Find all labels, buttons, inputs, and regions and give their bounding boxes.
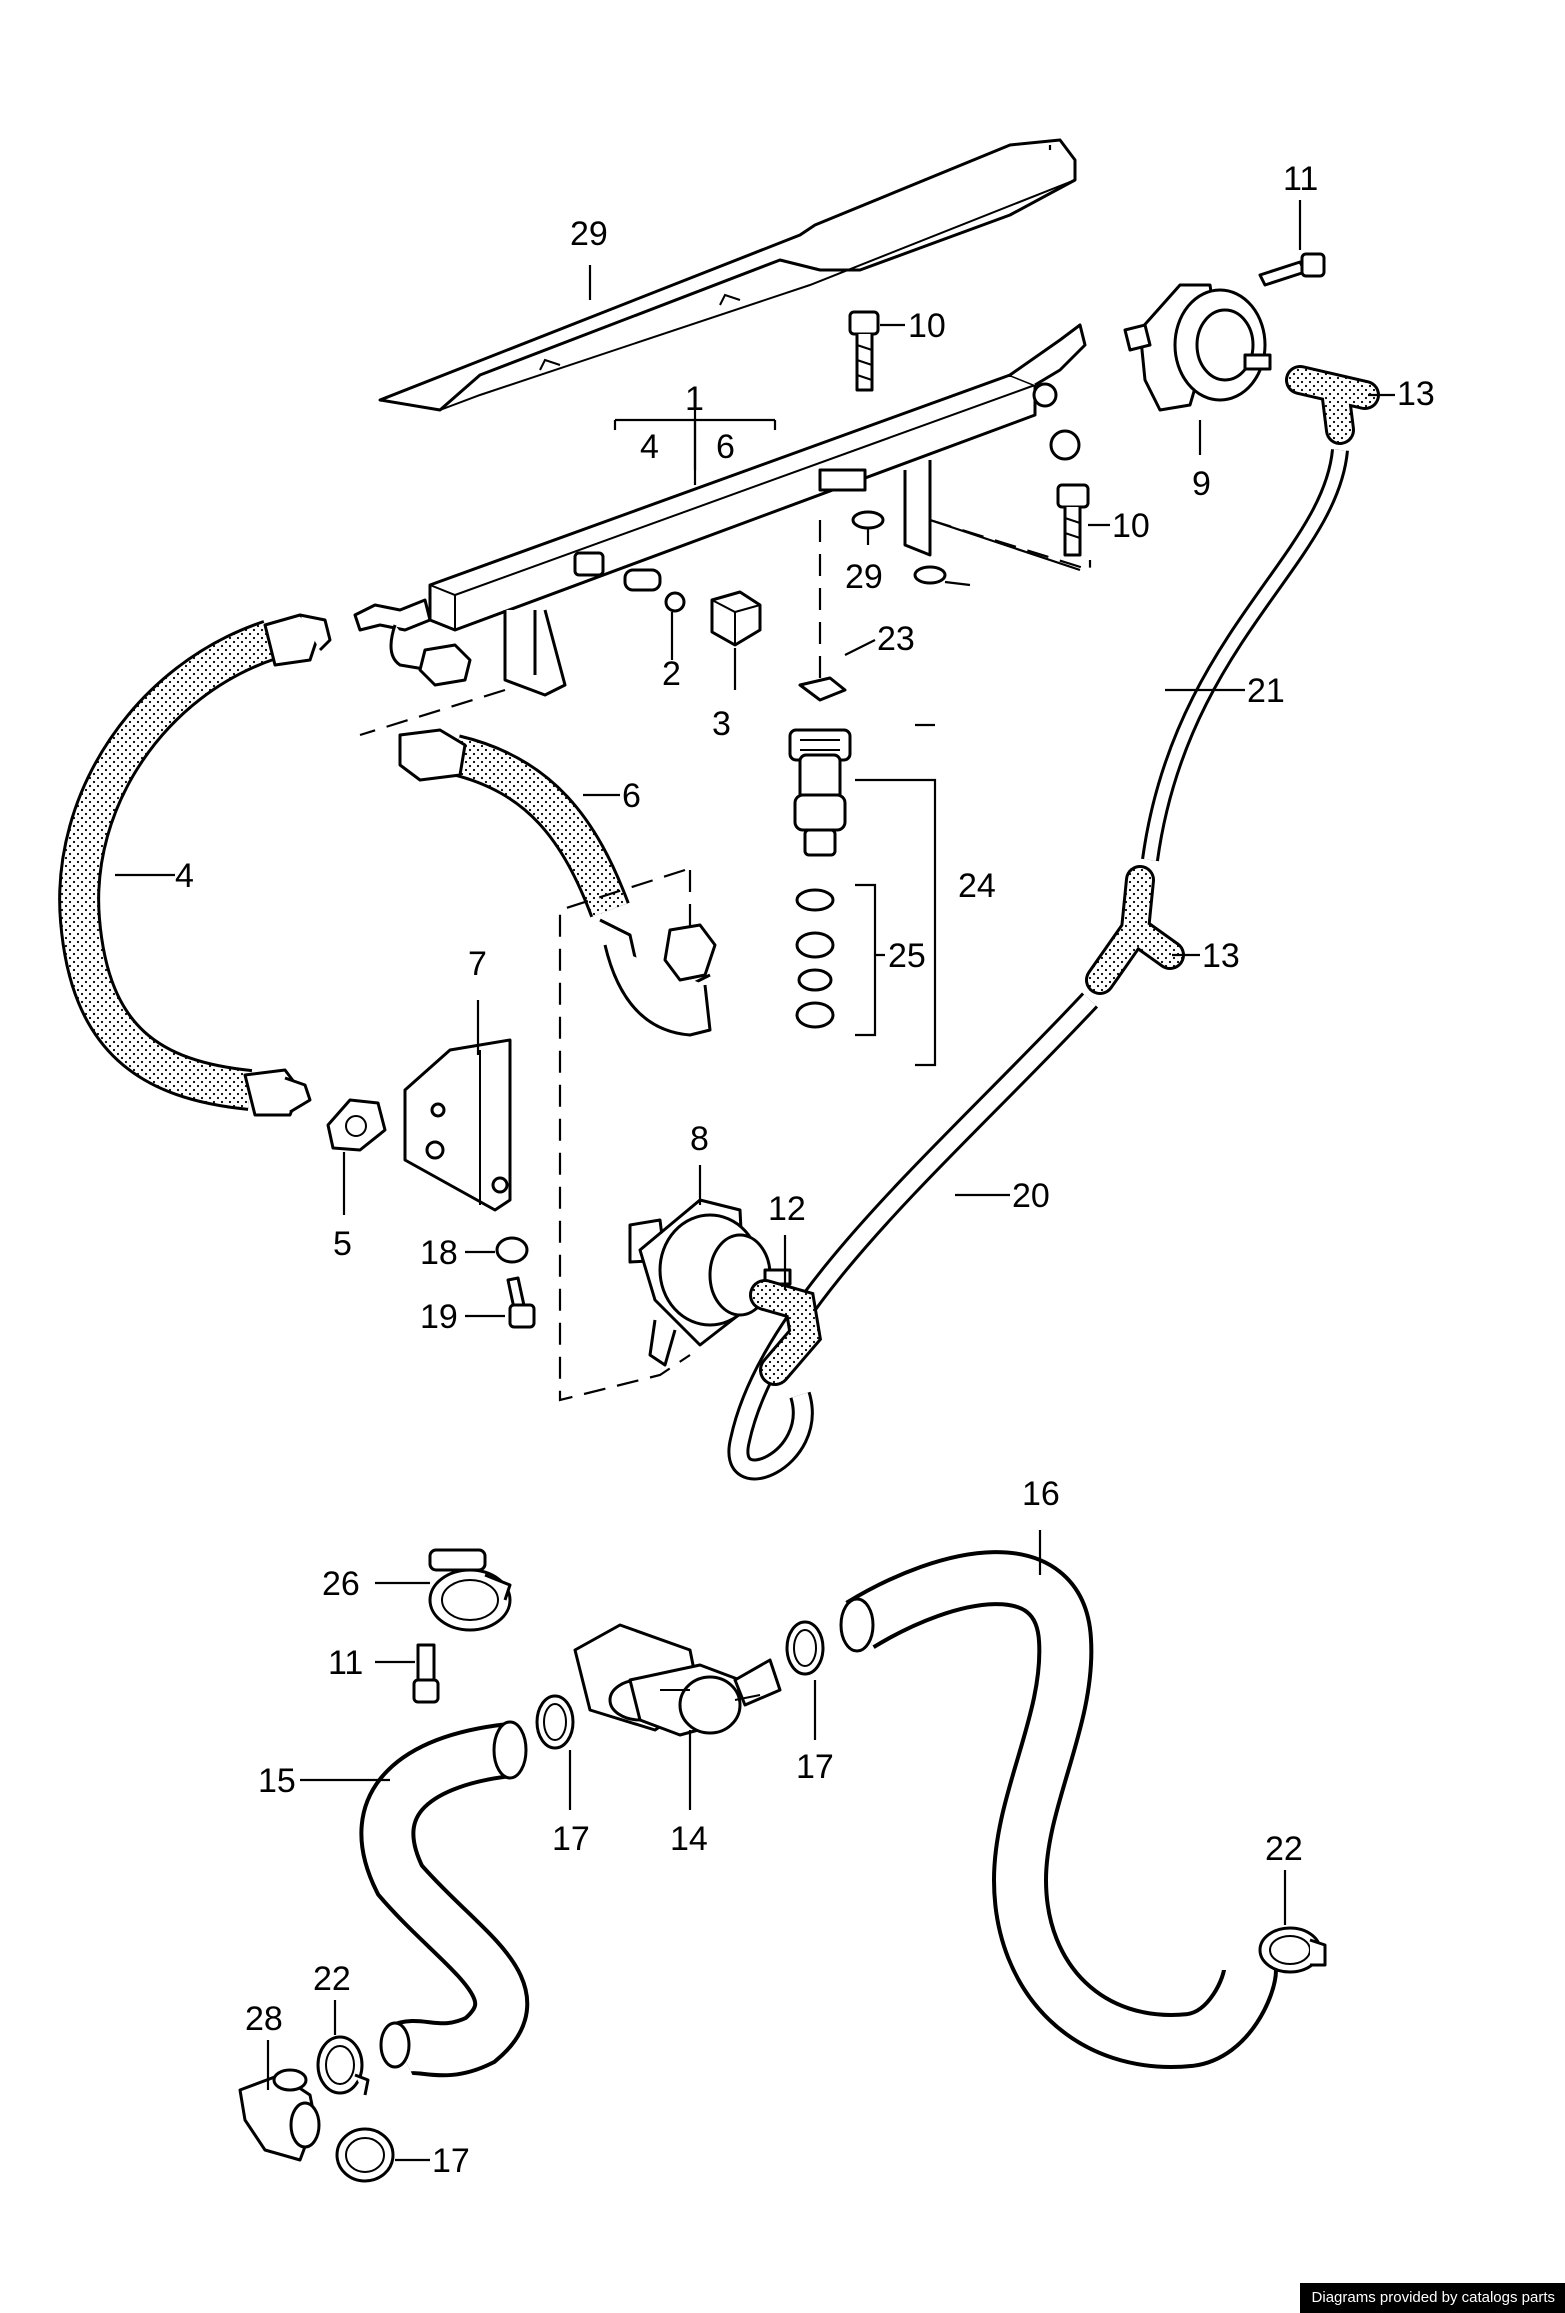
part-12-hose xyxy=(749,1279,823,1386)
callout-16: 16 xyxy=(1022,1475,1060,1513)
part-7-bracket xyxy=(403,1038,512,1212)
diagram-credit: Diagrams provided by catalogs parts xyxy=(1299,2283,1565,2313)
callout-11-lower: 11 xyxy=(328,1644,363,1682)
callout-1: 1 xyxy=(685,380,704,418)
callout-18: 18 xyxy=(420,1234,458,1272)
callout-17-a: 17 xyxy=(552,1820,590,1858)
part-6-fuel-hose xyxy=(398,728,717,1037)
part-14-valve xyxy=(573,1623,782,1737)
callout-9: 9 xyxy=(1192,465,1211,503)
callout-29-a: 29 xyxy=(845,558,883,596)
callout-27: 29 xyxy=(570,215,608,253)
part-17-clamp-c xyxy=(335,2127,395,2183)
part-15-hose xyxy=(359,1720,530,2078)
part-5-nut xyxy=(326,1098,387,1152)
callout-6: 6 xyxy=(622,777,641,815)
callout-22-left: 22 xyxy=(313,1960,351,1998)
callout-1-6: 6 xyxy=(716,428,735,466)
callout-5: 5 xyxy=(333,1225,352,1263)
part-27-cover xyxy=(378,138,1077,412)
callout-17-b: 17 xyxy=(796,1748,834,1786)
part-10-bolt-upper xyxy=(848,310,880,392)
callout-4: 4 xyxy=(175,857,194,895)
callout-3: 3 xyxy=(712,705,731,743)
callout-19: 19 xyxy=(420,1298,458,1336)
part-3-cap-nut xyxy=(710,590,762,647)
part-22-clamp-left xyxy=(316,2035,370,2096)
callout-2: 2 xyxy=(662,655,681,693)
part-21-vacuum-line xyxy=(1141,449,1349,862)
part-9-pressure-damper xyxy=(1123,283,1272,412)
part-13-tpiece-lower xyxy=(1085,865,1185,995)
callout-14: 14 xyxy=(670,1820,708,1858)
part-24-injector xyxy=(788,728,852,857)
part-16-hose xyxy=(839,1550,1278,2069)
part-2-seal xyxy=(664,591,686,613)
callout-13-lower: 13 xyxy=(1202,937,1240,975)
callout-10-upper: 10 xyxy=(908,307,946,345)
part-18-washer xyxy=(495,1236,529,1264)
callout-24: 24 xyxy=(958,867,996,905)
callout-11-upper: 11 xyxy=(1283,160,1318,198)
callout-28: 28 xyxy=(245,2000,283,2038)
part-26-clamp-bracket xyxy=(428,1548,512,1632)
part-17-clamp-a xyxy=(535,1694,575,1750)
rail-left-fittings xyxy=(353,598,472,687)
callout-15: 15 xyxy=(258,1762,296,1800)
part-11-screw-upper xyxy=(1258,252,1326,287)
part-19-screw xyxy=(506,1276,536,1329)
part-23-clip xyxy=(798,676,847,702)
part-13-tpiece-upper xyxy=(1285,365,1380,445)
dashed-install-lines xyxy=(359,518,1092,1402)
callout-13-upper: 13 xyxy=(1397,375,1435,413)
callout-22-right: 22 xyxy=(1265,1830,1303,1868)
callout-10-lower: 10 xyxy=(1112,507,1150,545)
callout-7: 7 xyxy=(468,945,487,983)
callout-25: 25 xyxy=(888,937,926,975)
part-4-fuel-hose xyxy=(58,613,332,1117)
callout-1-4: 4 xyxy=(640,428,659,466)
callout-21: 21 xyxy=(1247,672,1285,710)
part-17-clamp-b xyxy=(785,1620,825,1676)
callout-8: 8 xyxy=(690,1120,709,1158)
part-11-screw-lower xyxy=(412,1643,440,1704)
callout-12: 12 xyxy=(768,1190,806,1228)
callout-23: 23 xyxy=(877,620,915,658)
part-1-fuel-rail xyxy=(428,323,1087,697)
callout-17-c: 17 xyxy=(432,2142,470,2180)
callout-20: 20 xyxy=(1012,1177,1050,1215)
part-10-bolt-lower xyxy=(1056,483,1090,557)
callout-labels: 29 1 4 6 2 3 4 5 6 7 8 9 10 10 11 11 12 … xyxy=(175,160,1435,2180)
part-25-seals xyxy=(795,888,835,1029)
part-20-vacuum-line xyxy=(727,992,1099,1481)
part-28-elbow xyxy=(238,2068,321,2162)
part-22-clamp-right xyxy=(1258,1926,1327,1974)
callout-26: 26 xyxy=(322,1565,360,1603)
leader-lines xyxy=(115,145,1395,2162)
